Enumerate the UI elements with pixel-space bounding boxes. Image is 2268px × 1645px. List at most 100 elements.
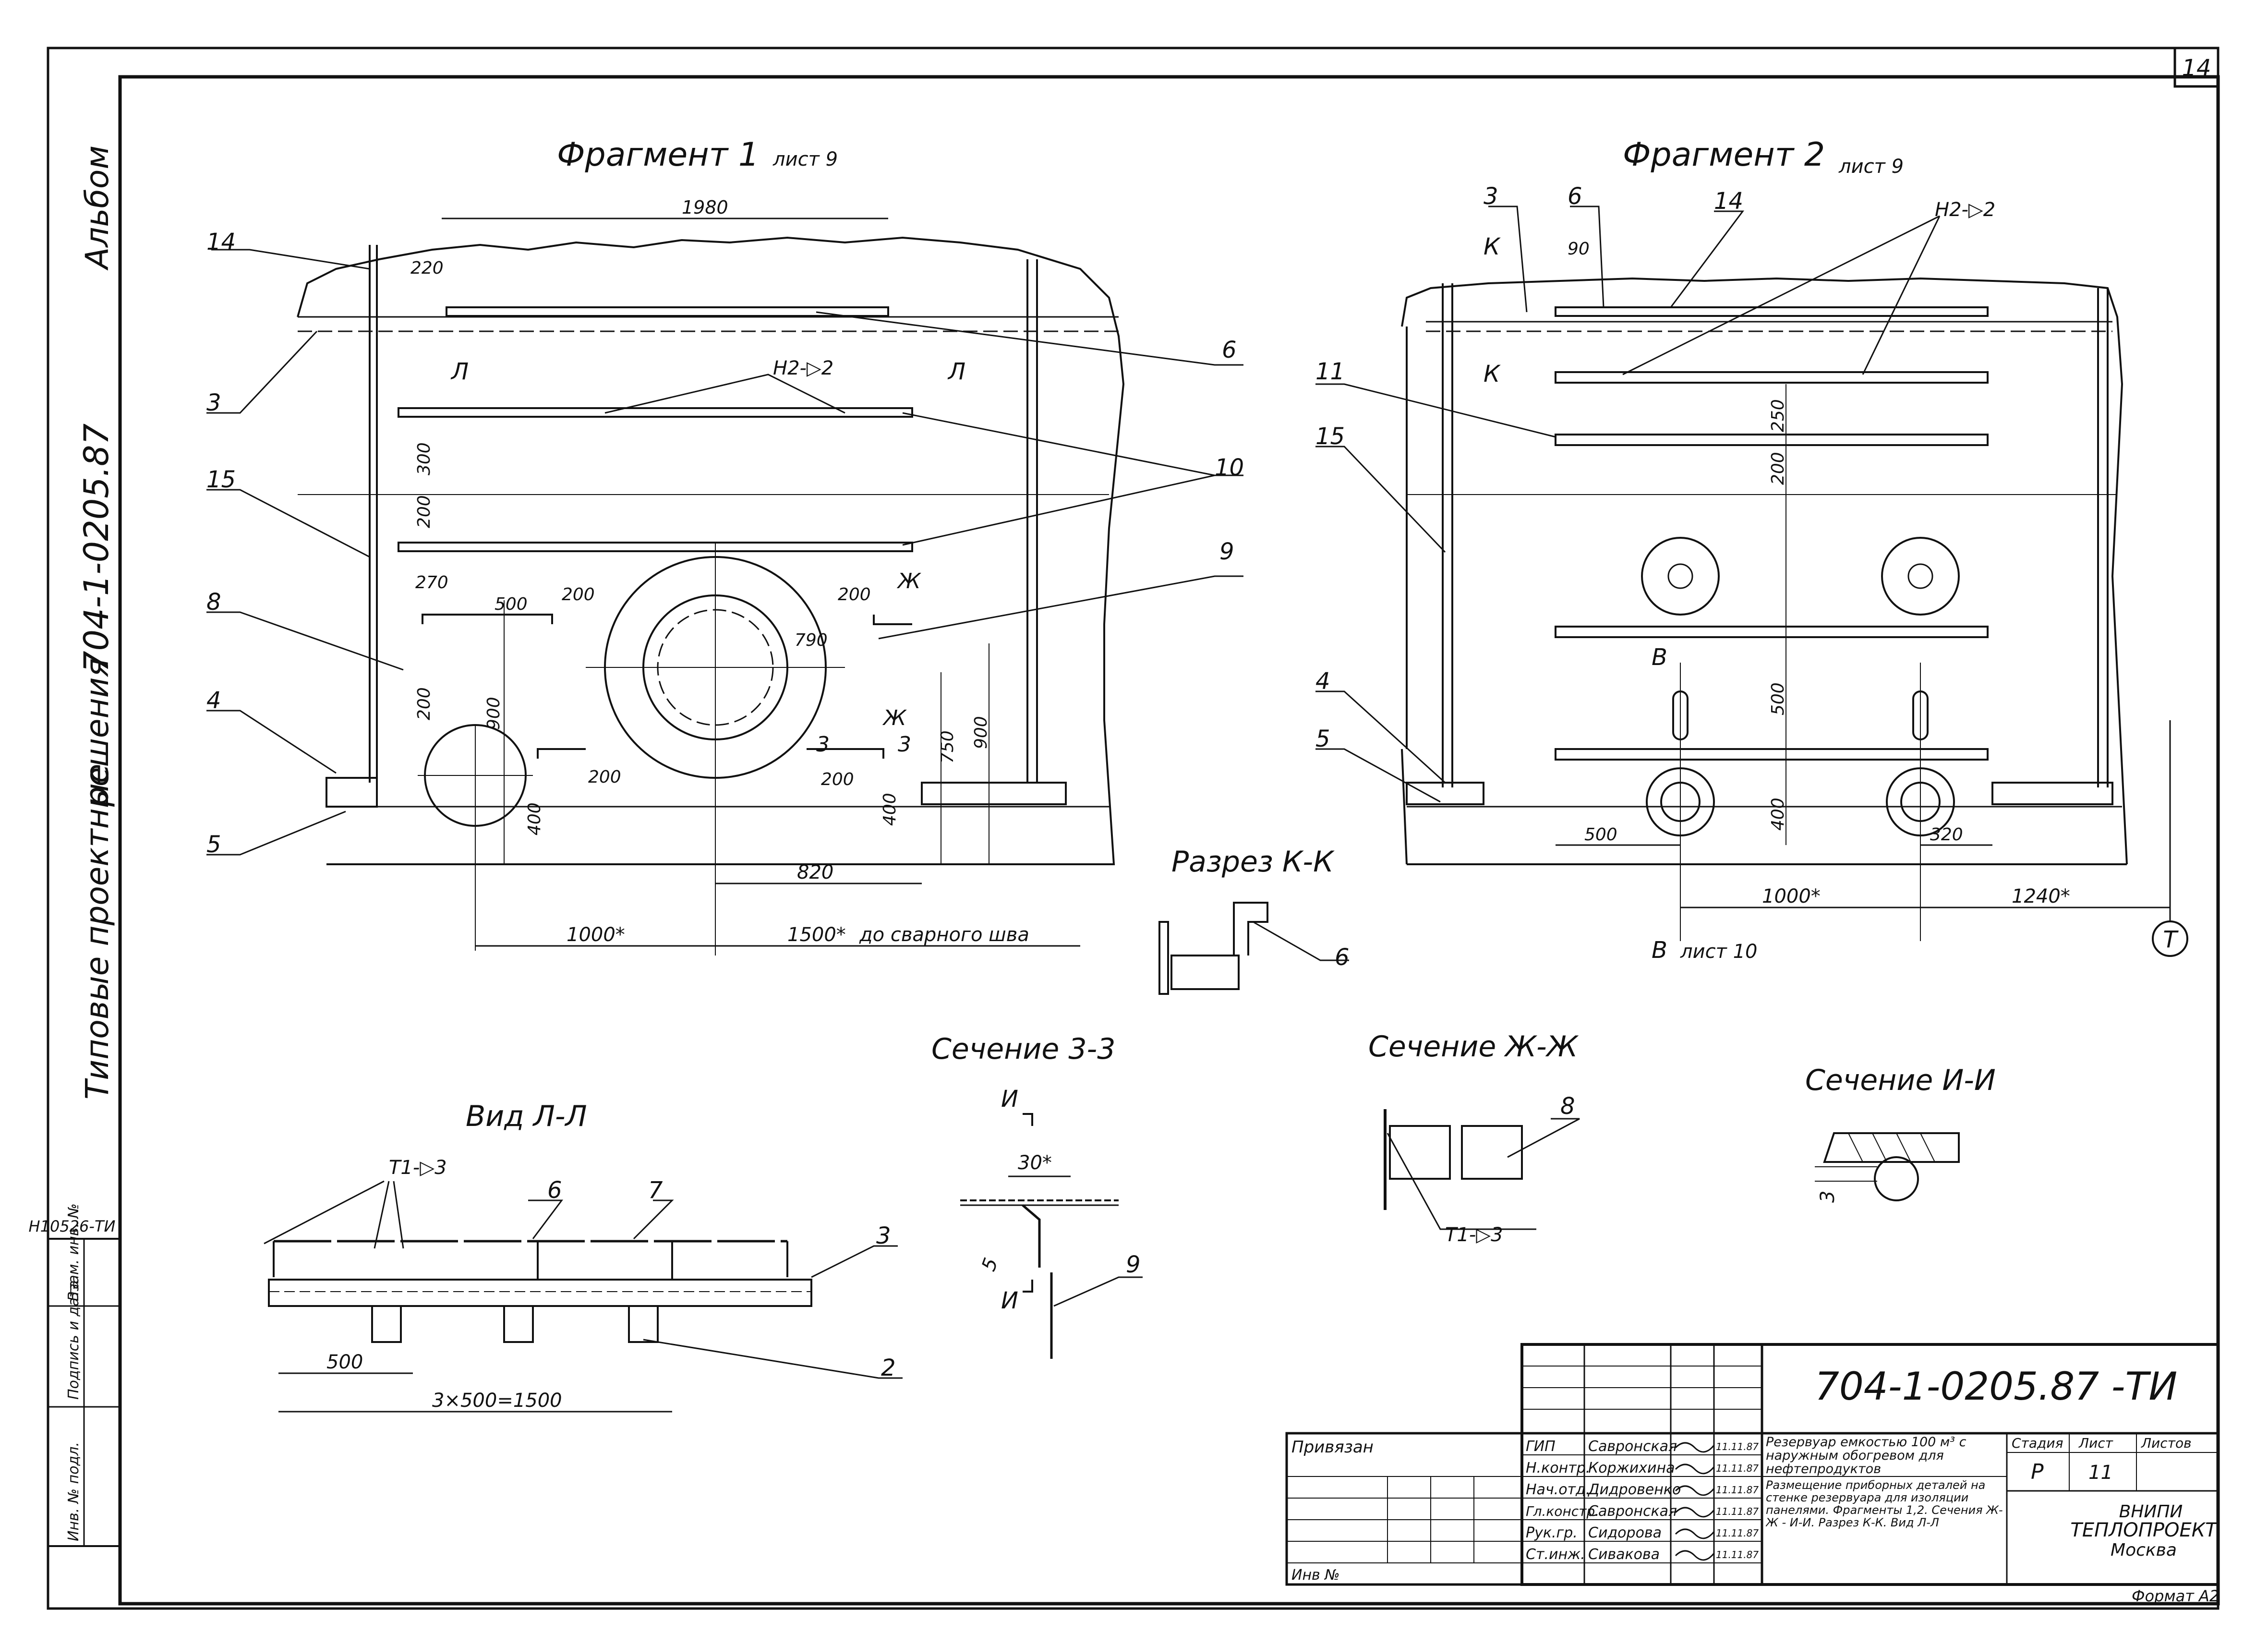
frag1-title: Фрагмент 1 xyxy=(557,136,759,174)
frag2-dim-250: 250 xyxy=(1768,399,1788,432)
razrez-kk-title: Разрез К-К xyxy=(1171,845,1335,879)
frag2-callout-11: 11 xyxy=(1315,358,1345,385)
s33-dim-30: 30* xyxy=(1018,1152,1052,1174)
frag1-weld-note: Н2-▷2 xyxy=(773,357,833,379)
tb-date-1: 11.11.87 xyxy=(1716,1441,1759,1452)
frag1-dim-1980: 1980 xyxy=(682,197,728,218)
frag2-section-mark-v1: В xyxy=(1652,644,1667,671)
frag2-dim-90: 90 xyxy=(1568,239,1590,259)
vll-callout-7: 7 xyxy=(648,1177,663,1204)
page-number: 14 xyxy=(2182,55,2211,82)
frag1-callout-15: 15 xyxy=(206,466,236,493)
stamp-col-sign: Подпись и дата xyxy=(65,1281,82,1400)
sii-dim-3: 3 xyxy=(1817,1191,1839,1203)
frag2-section-mark-k2: К xyxy=(1484,361,1501,387)
frag2-break-line xyxy=(1401,277,2128,865)
tb-name-3: Дидровенко xyxy=(1587,1481,1681,1498)
vll-callout-3: 3 xyxy=(876,1222,891,1249)
tb-org-1: ВНИПИ xyxy=(2119,1502,2183,1522)
frag1-dim-note: до сварного шва xyxy=(859,924,1029,946)
series-line-1: Типовые проектные xyxy=(79,763,116,1100)
frag1-dim-400b: 400 xyxy=(880,793,900,826)
tb-role-rukgr: Рук.гр. xyxy=(1526,1524,1578,1541)
s33-mark-i2: И xyxy=(1001,1287,1018,1314)
s33-mark-i1: И xyxy=(1001,1086,1018,1113)
vll-weld: Т1-▷3 xyxy=(389,1157,447,1179)
vid-ll-title: Вид Л-Л xyxy=(466,1100,587,1133)
tb-privyazan: Привязан xyxy=(1291,1438,1374,1457)
tb-role-gip: ГИП xyxy=(1526,1438,1556,1455)
frag1-section-mark-3a: 3 xyxy=(816,732,830,757)
tb-date-4: 11.11.87 xyxy=(1716,1506,1759,1517)
side-strip: Альбом 704-1-0205.87 Типовые проектные р… xyxy=(29,145,121,1547)
frag1-section-mark-l1: Л xyxy=(450,358,469,385)
frag1-dim-500: 500 xyxy=(495,594,528,614)
frag1-dim-1000: 1000* xyxy=(567,924,625,946)
frag2-callout-4: 4 xyxy=(1315,668,1330,695)
tb-date-6: 11.11.87 xyxy=(1716,1549,1759,1560)
tb-name-1: Савронская xyxy=(1588,1438,1677,1455)
frag1-dim-900b: 900 xyxy=(971,716,991,749)
vll-dim-500: 500 xyxy=(326,1351,363,1373)
album-label: Альбом xyxy=(79,145,116,271)
frag2-callout-14: 14 xyxy=(1714,188,1743,215)
fragment-2: Фрагмент 2 лист 9 xyxy=(1315,136,2188,964)
frag1-dim-200a: 200 xyxy=(414,495,434,528)
tb-name-5: Сидорова xyxy=(1588,1524,1662,1541)
frag1-dim-200e: 200 xyxy=(588,767,621,787)
stamp-col-replace: Взам. инв. № xyxy=(65,1203,82,1301)
frag2-weld-note: Н2-▷2 xyxy=(1935,199,1995,221)
frag1-callout-9: 9 xyxy=(1219,538,1234,565)
section-kk: Разрез К-К 6 xyxy=(1158,845,1350,995)
tb-role-nachotd: Нач.отд. xyxy=(1526,1481,1590,1498)
series-line-2: решения xyxy=(79,658,116,807)
signature-4 xyxy=(1675,1507,1715,1518)
vll-callout-2: 2 xyxy=(881,1355,896,1381)
tb-role-nkontr: Н.контр. xyxy=(1526,1460,1590,1476)
signature-3 xyxy=(1675,1485,1715,1496)
frag2-dim-500b: 500 xyxy=(1584,825,1617,845)
frag2-dim-400: 400 xyxy=(1768,798,1788,831)
frag1-dim-200c: 200 xyxy=(838,585,871,605)
frag1-dim-900a: 900 xyxy=(484,697,504,730)
frag1-dim-820: 820 xyxy=(797,861,833,883)
signature-5 xyxy=(1675,1528,1715,1539)
frag2-sheet-ref: лист 9 xyxy=(1838,156,1904,178)
frag2-callout-6: 6 xyxy=(1568,183,1582,210)
archive-number: Н10526-ТИ xyxy=(29,1217,116,1235)
tb-role-stinzh: Ст.инж. xyxy=(1526,1546,1585,1563)
signature-2 xyxy=(1675,1464,1715,1475)
frag1-dim-790: 790 xyxy=(795,630,828,650)
frag1-dim-400a: 400 xyxy=(525,802,544,835)
frag2-dim-200: 200 xyxy=(1768,452,1788,485)
s33-callout-9: 9 xyxy=(1126,1251,1141,1278)
frag1-callout-6: 6 xyxy=(1222,337,1237,363)
frag1-dim-750: 750 xyxy=(938,730,957,763)
sech-ii-title: Сечение И-И xyxy=(1805,1064,1996,1097)
signature-6 xyxy=(1675,1550,1715,1561)
tb-name-2: Коржихина xyxy=(1588,1460,1675,1476)
frag1-dim-200d: 200 xyxy=(414,687,434,720)
frag2-dim-500a: 500 xyxy=(1768,682,1788,715)
frag1-dim-300: 300 xyxy=(414,442,434,475)
frag1-sheet-ref: лист 9 xyxy=(772,148,838,170)
s33-weld-5: 5 xyxy=(977,1255,1002,1274)
frag1-dim-200f: 200 xyxy=(821,770,854,789)
tb-stage-label: Стадия xyxy=(2012,1435,2063,1451)
kk-callout-6: 6 xyxy=(1335,944,1350,971)
tb-org-3: Москва xyxy=(2111,1540,2177,1560)
szh-weld: Т1-▷3 xyxy=(1445,1224,1503,1246)
frag2-dim-1000: 1000* xyxy=(1762,885,1821,907)
sech-zhzh-title: Сечение Ж-Ж xyxy=(1368,1030,1579,1064)
frag1-section-mark-3b: 3 xyxy=(898,732,911,757)
frag1-break-line xyxy=(297,236,1125,865)
frag1-section-mark-l2: Л xyxy=(947,358,965,385)
frag2-dim-1240: 1240* xyxy=(2012,885,2070,907)
tb-stage: Р xyxy=(2031,1460,2044,1484)
vll-callout-6: 6 xyxy=(547,1177,562,1204)
format-label: Формат А2 xyxy=(2132,1587,2219,1605)
frag1-dim-270: 270 xyxy=(415,573,448,593)
frag2-section-mark-k1: К xyxy=(1484,233,1501,260)
tb-date-2: 11.11.87 xyxy=(1716,1463,1759,1474)
